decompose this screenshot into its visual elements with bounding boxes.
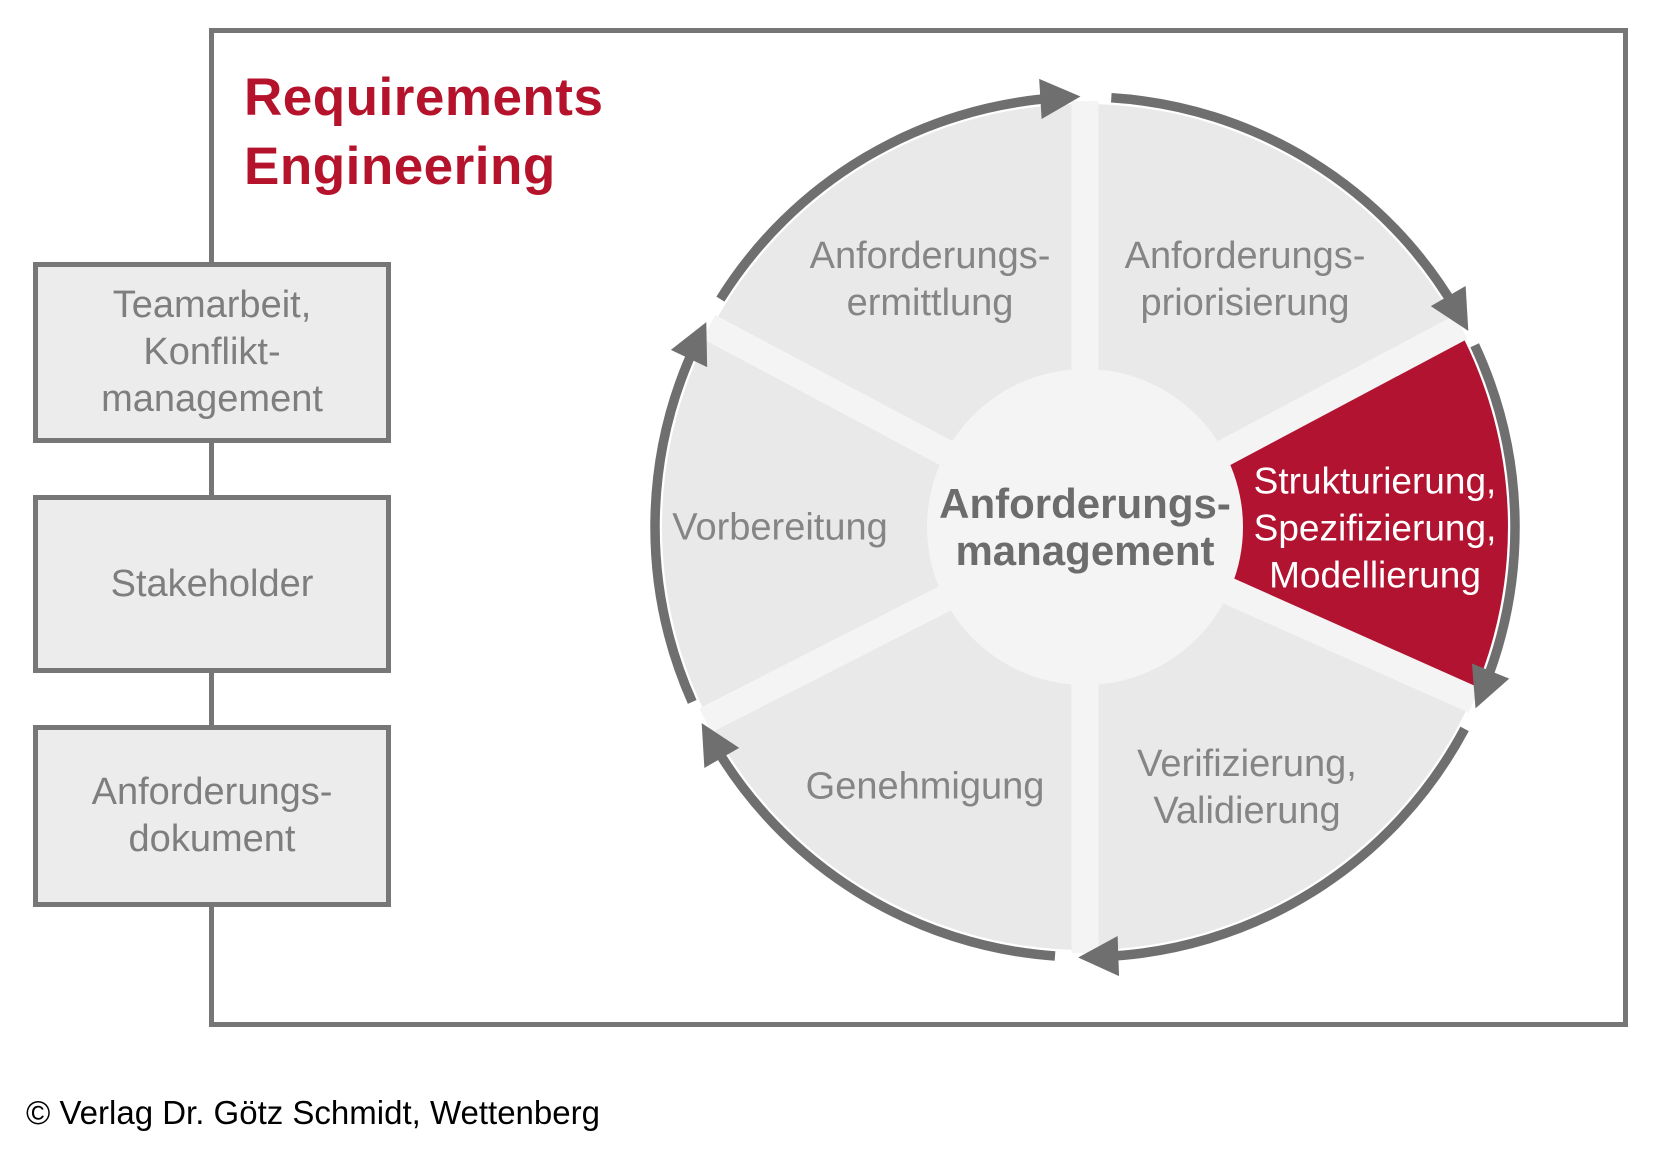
segment-label-verifizierung: Verifizierung, Validierung xyxy=(1137,743,1357,832)
arc-strukturierung-arrow xyxy=(1470,343,1520,709)
arc-verifizierung-arrow xyxy=(1078,726,1469,977)
arc-vorbereitung-arrow xyxy=(650,322,708,704)
segment-label-anforderungspriorisierung: Anforderungs- priorisierung xyxy=(1124,235,1366,324)
arc-ermittlung-arrow xyxy=(716,78,1081,302)
cycle-arrow-arcs xyxy=(650,78,1520,977)
box-stakeholder: Stakeholder xyxy=(33,495,391,673)
segment-label-anforderungsermittlung: Anforderungs- ermittlung xyxy=(809,235,1051,324)
arc-genehmigung-arrow xyxy=(701,723,1056,961)
center-hub-circle xyxy=(927,369,1243,685)
segment-label-vorbereitung: Vorbereitung xyxy=(672,506,888,549)
wedge-strukturierung-highlighted xyxy=(1085,328,1508,699)
box-stakeholder-label: Stakeholder xyxy=(110,562,314,605)
box-teamwork-conflict-management: Teamarbeit, Konflikt- management xyxy=(33,262,391,443)
center-hub-label: Anforderungs- management xyxy=(939,480,1231,574)
wedge-vorbereitung xyxy=(661,328,1085,719)
page-title: Requirements Engineering xyxy=(244,68,604,196)
copyright-notice: © Verlag Dr. Götz Schmidt, Wettenberg xyxy=(26,1094,600,1131)
box-requirements-document: Anforderungs- dokument xyxy=(33,725,391,907)
segment-label-genehmigung: Genehmigung xyxy=(805,765,1045,808)
segment-label-strukturierung: Strukturierung, Spezifizierung, Modellie… xyxy=(1253,460,1497,596)
arc-priorisierung-arrow xyxy=(1111,93,1469,331)
box-requirements-document-label: Anforderungs- dokument xyxy=(91,771,333,860)
box-teamwork-label: Teamarbeit, Konflikt- management xyxy=(101,284,323,420)
